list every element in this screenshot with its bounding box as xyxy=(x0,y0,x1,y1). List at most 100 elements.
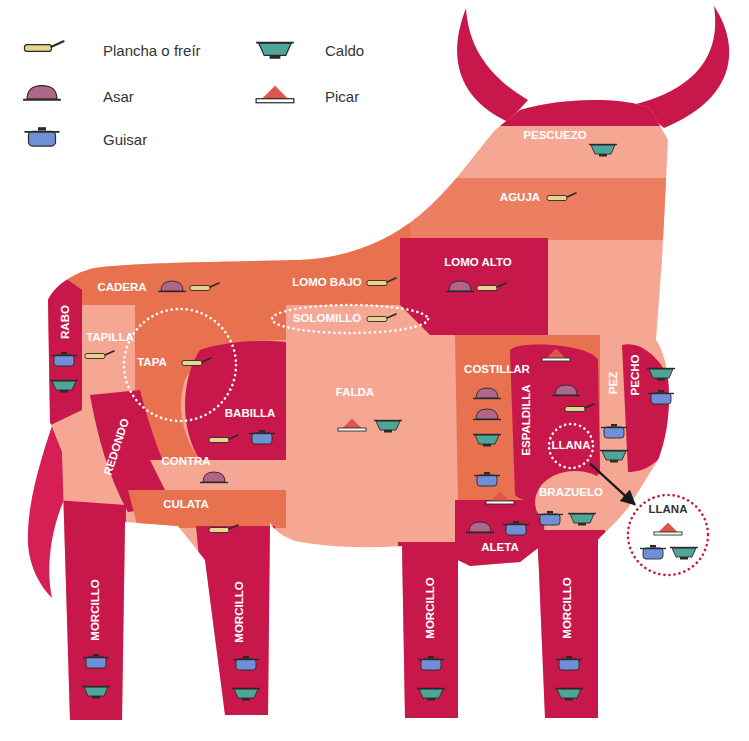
cooking-icon xyxy=(474,472,500,486)
cut-label: COSTILLAR xyxy=(464,364,530,376)
lomo-bajo-region xyxy=(286,220,412,305)
aleta-region xyxy=(455,500,544,570)
cooking-icon xyxy=(466,522,494,533)
cut-label: FALDA xyxy=(336,387,374,399)
cut-label: MORCILLO xyxy=(425,577,437,638)
cut-region: PESCUEZO xyxy=(519,127,590,145)
legend-label: Asar xyxy=(103,89,134,104)
legend-label: Picar xyxy=(325,89,359,104)
cooking-icon xyxy=(654,523,682,535)
cooking-icon xyxy=(542,349,570,361)
dotted-ring xyxy=(549,424,593,468)
rear-leg-right xyxy=(196,526,275,730)
rabo-region xyxy=(40,260,82,430)
cut-outline: TAPA xyxy=(122,307,238,423)
cut-region: MORCILLO xyxy=(421,574,441,641)
cut-region: RABO xyxy=(56,302,76,342)
cooking-icon xyxy=(555,689,583,701)
cooking-icon xyxy=(367,278,396,286)
cut-label: MORCILLO xyxy=(562,577,574,638)
cut-region: REDONDO xyxy=(98,414,135,479)
cut-region: CADERA xyxy=(93,279,150,297)
dotted-ring xyxy=(628,495,708,575)
cut-label: TAPILLA xyxy=(86,332,134,344)
cut-label: ALETA xyxy=(481,542,518,554)
cooking-icon xyxy=(417,689,445,701)
cut-label: ESPALDILLA xyxy=(521,384,533,455)
cut-region: MORCILLO xyxy=(86,576,106,643)
cooking-icon xyxy=(477,283,506,291)
cooking-icon xyxy=(648,390,674,404)
cut-region: LOMO ALTO xyxy=(440,254,516,272)
cut-region: AGUJA xyxy=(496,189,544,207)
cut-label: CADERA xyxy=(97,282,146,294)
cut-regions xyxy=(40,80,680,730)
cut-region: ESPALDILLA LLANA xyxy=(505,345,600,505)
cooking-icon xyxy=(568,514,596,526)
cooking-icon xyxy=(589,145,617,157)
legend-icon xyxy=(23,86,61,100)
cooking-icon xyxy=(600,451,628,463)
cut-label: RABO xyxy=(60,305,72,339)
cooking-icon xyxy=(50,381,78,393)
legend-icon xyxy=(24,127,59,146)
cooking-icon xyxy=(418,656,444,670)
cut-label: PECHO xyxy=(630,355,642,396)
pointer-arrow xyxy=(590,464,635,505)
legend-label: Guisar xyxy=(103,132,147,147)
legend-label: Plancha o freír xyxy=(103,43,201,58)
cut-label: PEZ xyxy=(608,372,620,394)
front-leg-right xyxy=(536,530,605,730)
aguja-region xyxy=(400,178,680,240)
cut-region: FALDA xyxy=(332,384,378,402)
cooking-icon xyxy=(647,369,675,381)
dotted-ring xyxy=(124,309,236,421)
cut-label: LLANA xyxy=(649,504,688,516)
cooking-icon xyxy=(367,314,396,322)
cut-region: MORCILLO xyxy=(558,574,578,641)
cooking-icon xyxy=(552,385,580,396)
cut-region: ALETA xyxy=(477,539,522,557)
legend-icon xyxy=(256,87,294,103)
cut-label: PESCUEZO xyxy=(523,130,586,142)
cooking-icon xyxy=(601,424,627,438)
head-region xyxy=(470,80,680,126)
cut-label: CULATA xyxy=(163,499,209,511)
cooking-icon xyxy=(83,654,109,668)
cooking-icon xyxy=(473,409,501,420)
cut-region: MORCILLO xyxy=(230,578,250,645)
cut-label: BRAZUELO xyxy=(539,487,603,499)
legend-icon xyxy=(256,43,294,59)
cooking-icon xyxy=(556,656,582,670)
cooking-icon xyxy=(473,435,501,447)
cooking-icon xyxy=(249,430,275,444)
pecho-region xyxy=(622,344,676,472)
cooking-icon xyxy=(473,388,501,399)
cooking-icon xyxy=(565,404,594,412)
cut-region: CULATA xyxy=(159,496,213,514)
cut-outline: LLANA xyxy=(547,422,595,470)
cut-region: COSTILLAR xyxy=(460,361,534,379)
cut-outline: SOLOMILLO xyxy=(270,303,430,335)
cooking-icon xyxy=(446,281,474,292)
legend-label: Caldo xyxy=(325,43,364,58)
culata-region xyxy=(128,490,286,528)
cooking-icon xyxy=(190,283,219,291)
rear-leg-left xyxy=(55,500,126,730)
cut-label: LLANA xyxy=(552,440,591,452)
cut-label: AGUJA xyxy=(500,192,540,204)
cooking-icon xyxy=(640,545,666,559)
tapa-region xyxy=(135,305,286,470)
cut-region: TAPILLA xyxy=(82,329,138,347)
legend-icon xyxy=(24,41,63,51)
cooking-icon xyxy=(233,656,259,670)
cut-label: SOLOMILLO xyxy=(293,313,361,325)
cut-label: REDONDO xyxy=(102,417,131,476)
cooking-icon xyxy=(503,521,529,535)
cooking-icon xyxy=(670,548,698,560)
cooking-icon xyxy=(547,193,576,201)
cut-label: TAPA xyxy=(137,357,167,369)
cut-label: LOMO ALTO xyxy=(444,257,512,269)
cooking-icon xyxy=(374,421,402,433)
